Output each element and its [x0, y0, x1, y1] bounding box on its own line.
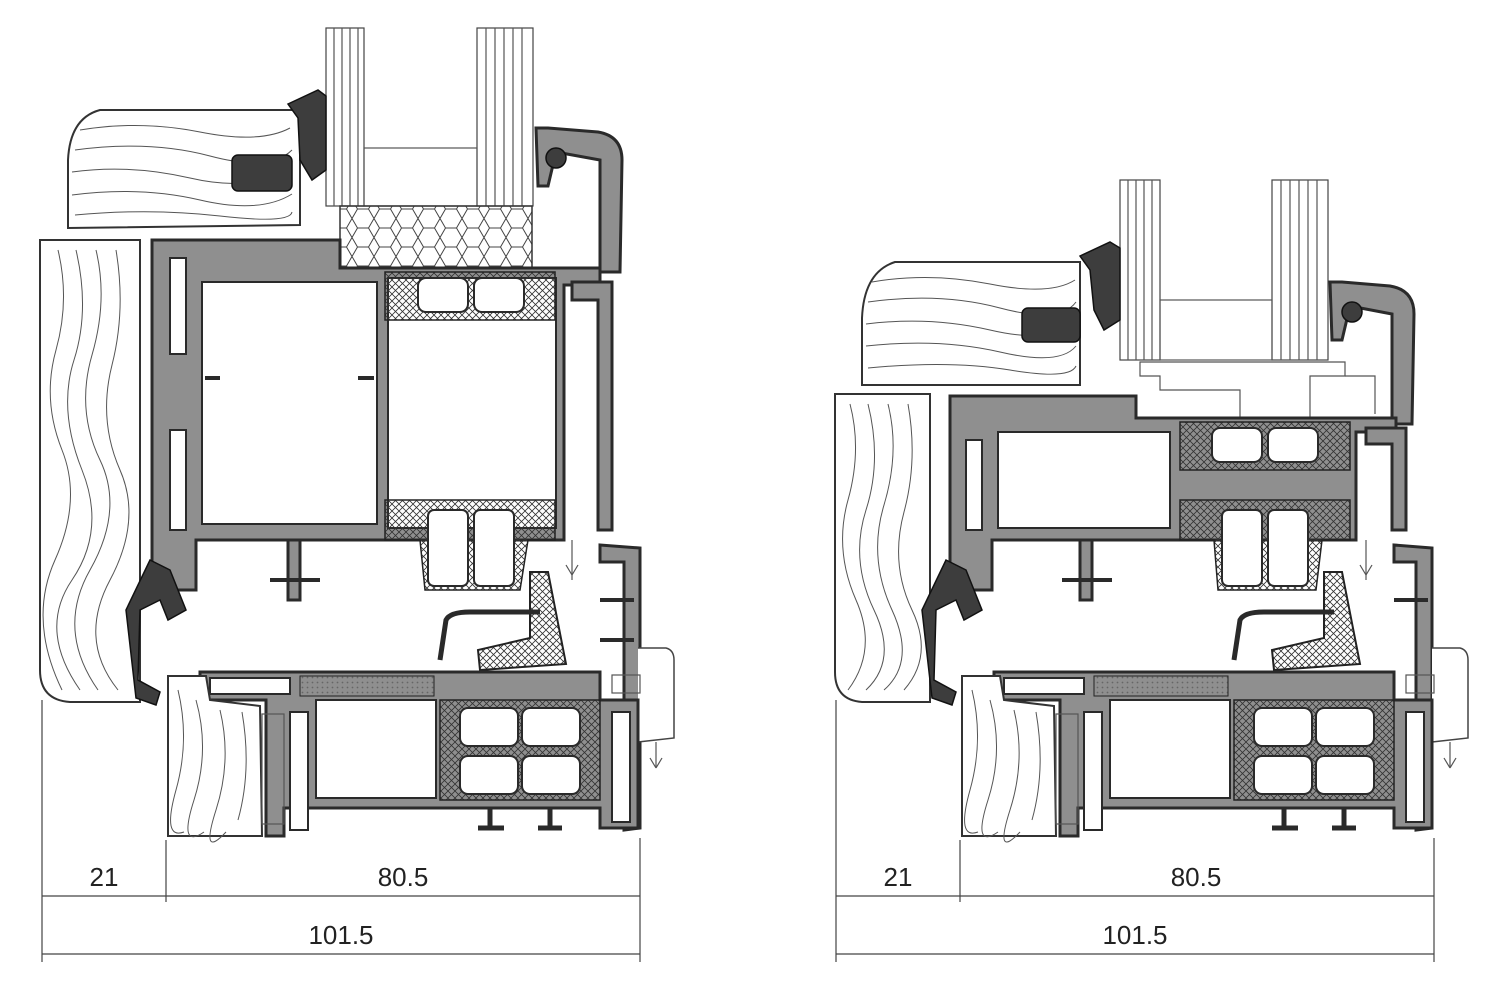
dimension-label-80-5-left: 80.5: [378, 862, 429, 892]
dimension-lines-left: [41, 700, 641, 962]
dimension-label-21-right: 21: [884, 862, 913, 892]
window-section-right: [835, 180, 1468, 842]
dimension-label-21-left: 21: [90, 862, 119, 892]
dimension-label-101-5-left: 101.5: [308, 920, 373, 950]
window-section-left: [40, 28, 674, 842]
dimension-lines-right: [835, 700, 1435, 962]
dimension-label-80-5-right: 80.5: [1171, 862, 1222, 892]
dimension-label-101-5-right: 101.5: [1102, 920, 1167, 950]
